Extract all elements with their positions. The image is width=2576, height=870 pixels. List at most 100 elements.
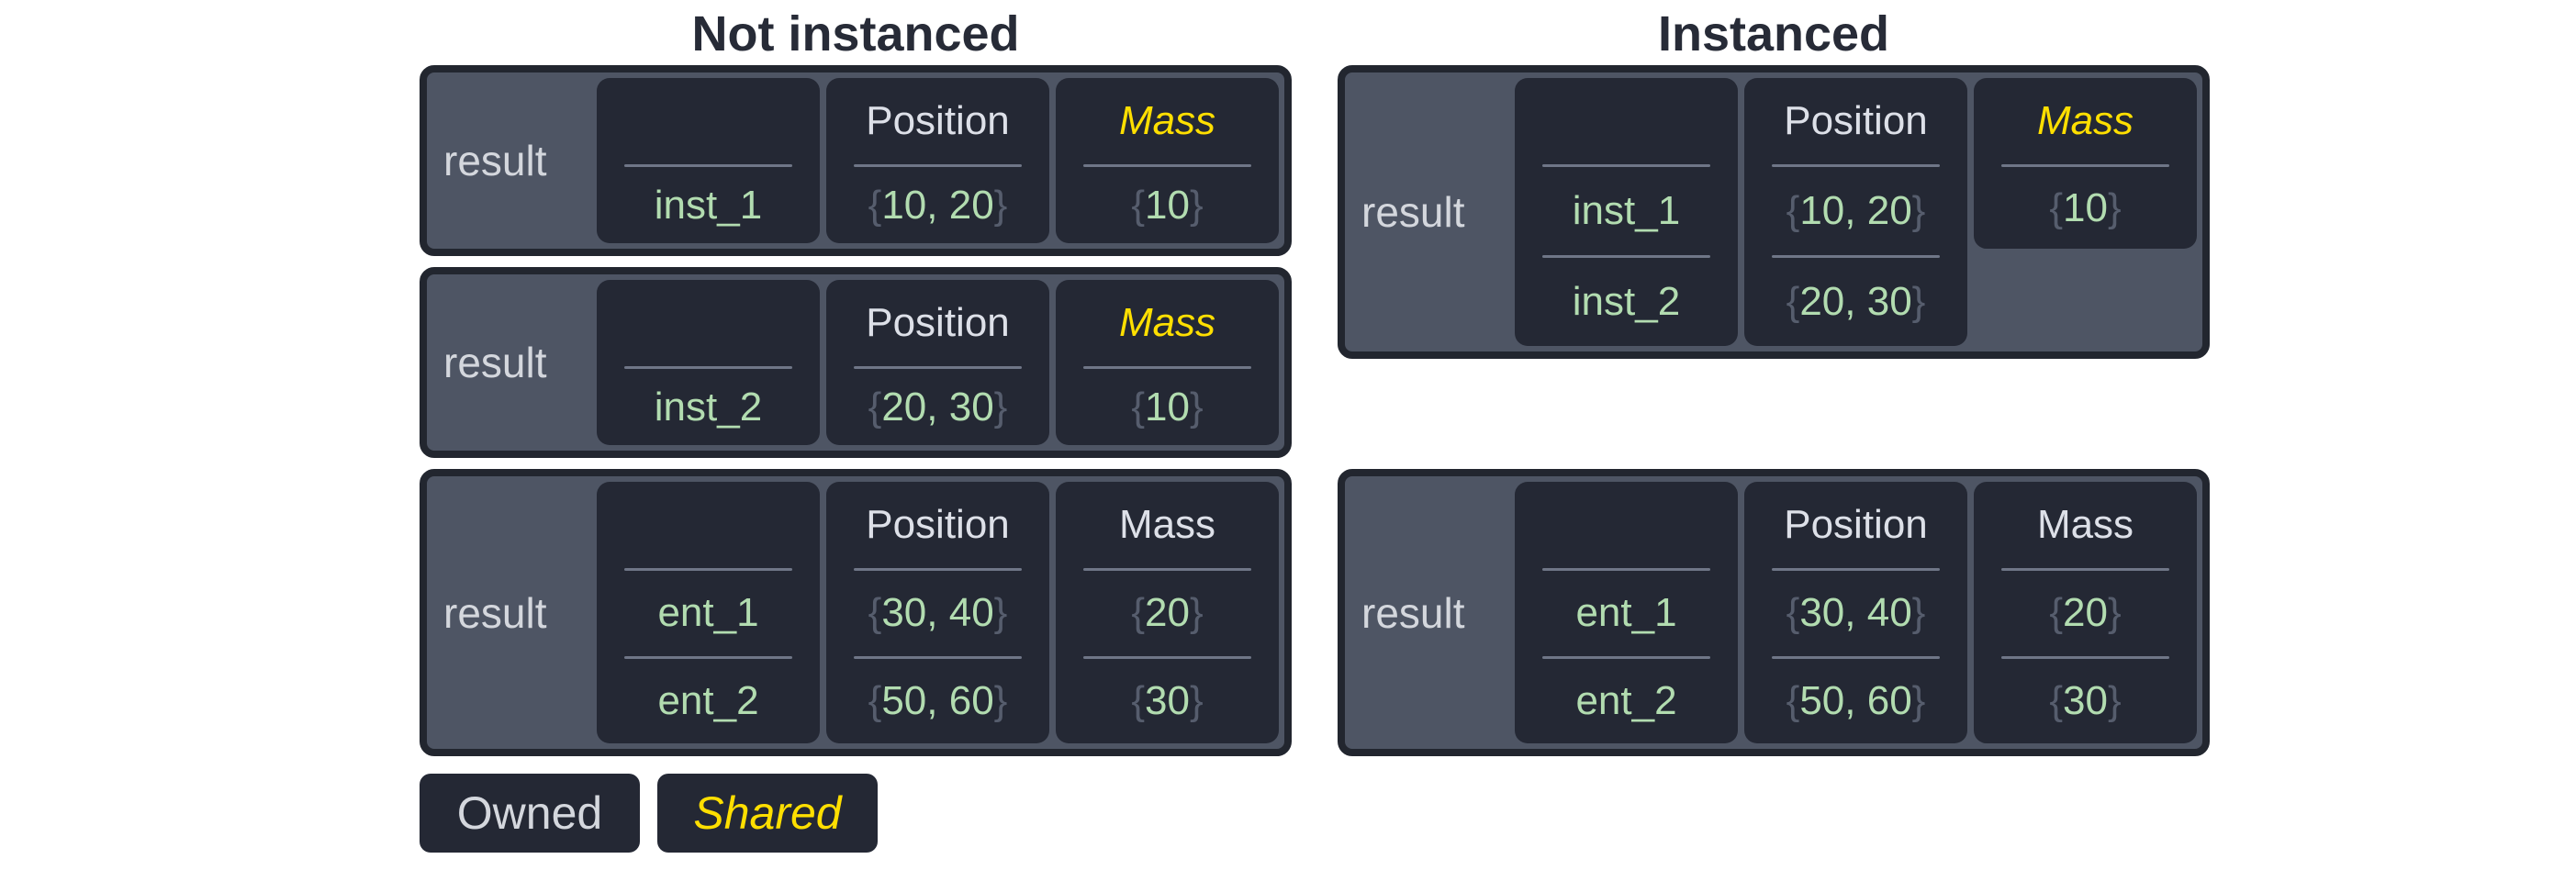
- row-divider: [854, 366, 1022, 369]
- cell-value: inst_2: [1572, 279, 1681, 324]
- column-header: Mass: [1118, 502, 1216, 547]
- column-header: [1515, 78, 1738, 164]
- cell-value: {30}: [1974, 659, 2197, 744]
- table-column: Position{30, 40}{50, 60}: [826, 482, 1049, 743]
- cell-number: 10: [1145, 182, 1190, 228]
- row-divider: [1083, 655, 1251, 659]
- row-divider: [624, 568, 792, 571]
- row-divider: [1772, 164, 1940, 167]
- result-label: result: [1361, 188, 1465, 236]
- close-brace: }: [993, 182, 1008, 228]
- cell-value: {10}: [1056, 369, 1279, 445]
- open-brace: {: [1786, 677, 1800, 723]
- cell-value: {30, 40}: [1744, 571, 1967, 656]
- result-label: result: [1361, 588, 1465, 637]
- cell-number: 20, 30: [1799, 279, 1912, 324]
- cell-number: 50, 60: [881, 677, 994, 723]
- column-header: Mass: [1118, 300, 1216, 345]
- row-divider: [1083, 164, 1251, 167]
- open-brace: {: [1786, 188, 1800, 233]
- cell-value: {30, 40}: [826, 571, 1049, 656]
- table-column: Mass{20}{30}: [1974, 482, 2197, 743]
- close-brace: }: [2107, 590, 2122, 636]
- cell-value: ent_1: [657, 590, 759, 636]
- table-column: Mass {10}: [1056, 280, 1279, 445]
- legend: Owned Shared: [420, 774, 878, 853]
- close-brace: }: [993, 384, 1008, 429]
- column-header: Position: [866, 300, 1010, 345]
- close-brace: }: [1911, 677, 1926, 723]
- close-brace: }: [1189, 182, 1204, 228]
- cell-value: {10}: [1056, 167, 1279, 243]
- cell-value: ent_2: [1575, 677, 1677, 723]
- cell-number: 30: [1145, 677, 1190, 723]
- open-brace: {: [868, 182, 882, 228]
- cell-value: {20}: [1056, 571, 1279, 656]
- table-column: inst_1 inst_2: [1515, 78, 1738, 346]
- table-column: Mass{10}: [1056, 78, 1279, 243]
- cell-value: inst_1: [1572, 188, 1681, 233]
- open-brace: {: [868, 677, 882, 723]
- column-header: [597, 78, 820, 164]
- cell-number: 10, 20: [1799, 188, 1912, 233]
- row-divider: [1772, 655, 1940, 659]
- open-brace: {: [1131, 590, 1146, 636]
- section-title-instanced: Instanced: [1657, 6, 1890, 61]
- row-divider: [1542, 255, 1710, 258]
- cell-value: inst_1: [654, 182, 763, 228]
- open-brace: {: [1786, 590, 1800, 636]
- cell-number: 30, 40: [881, 590, 994, 636]
- row-divider: [1542, 568, 1710, 571]
- open-brace: {: [1131, 182, 1146, 228]
- legend-shared-chip: Shared: [657, 774, 878, 853]
- cell-number: 50, 60: [1799, 677, 1912, 723]
- close-brace: }: [1911, 590, 1926, 636]
- row-divider: [854, 568, 1022, 571]
- column-header: [1515, 482, 1738, 568]
- column-header: Mass: [2036, 98, 2134, 143]
- column-header: Mass: [2036, 502, 2134, 547]
- close-brace: }: [1189, 677, 1204, 723]
- open-brace: {: [1131, 677, 1146, 723]
- table-column: inst_1: [597, 78, 820, 243]
- cell-value: inst_2: [654, 384, 763, 429]
- cell-value: {20, 30}: [1744, 258, 1967, 346]
- cell-number: 20, 30: [881, 384, 994, 429]
- cell-number: 10: [1145, 384, 1190, 429]
- table-column: Mass{10}: [1974, 78, 2197, 249]
- table-columns: inst_1 Position{10, 20}Mass{10}: [597, 72, 1284, 249]
- cell-value: {30}: [1056, 659, 1279, 744]
- column-header: [597, 280, 820, 366]
- row-divider: [1083, 366, 1251, 369]
- column-header: [597, 482, 820, 568]
- cell-number: 20: [1145, 590, 1190, 636]
- cell-value: {10, 20}: [826, 167, 1049, 243]
- cell-number: 30, 40: [1799, 590, 1912, 636]
- open-brace: {: [1131, 384, 1146, 429]
- table-column: Position{30, 40}{50, 60}: [1744, 482, 1967, 743]
- cell-value: ent_1: [1575, 590, 1677, 636]
- cell-value: {50, 60}: [826, 659, 1049, 744]
- table-column: Position{20, 30}: [826, 280, 1049, 445]
- close-brace: }: [993, 677, 1008, 723]
- open-brace: {: [1786, 279, 1800, 324]
- section-title-not-instanced: Not instanced: [691, 6, 1020, 61]
- column-header: Position: [866, 502, 1010, 547]
- open-brace: {: [2049, 590, 2064, 636]
- open-brace: {: [868, 590, 882, 636]
- table-column: Position{10, 20}: [826, 78, 1049, 243]
- row-divider: [624, 366, 792, 369]
- table-column: Mass{20}{30}: [1056, 482, 1279, 743]
- cell-number: 30: [2063, 677, 2108, 723]
- row-divider: [1542, 655, 1710, 659]
- cell-value: {50, 60}: [1744, 659, 1967, 744]
- cell-number: 10, 20: [881, 182, 994, 228]
